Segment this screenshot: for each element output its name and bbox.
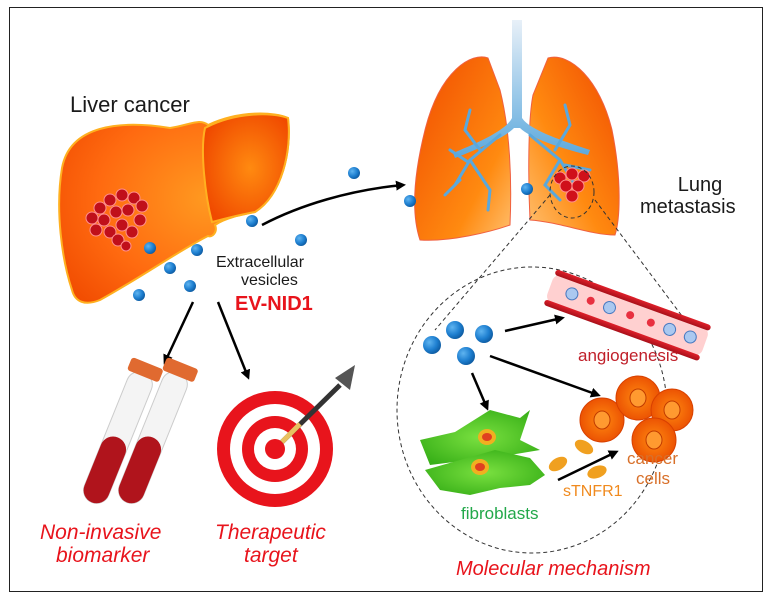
bronchi xyxy=(443,103,592,212)
label-vesicles: vesicles xyxy=(241,272,298,289)
arrow-to-biomarker xyxy=(163,301,195,365)
label-lung: Lung xyxy=(677,174,723,196)
zoom-source-circle xyxy=(549,165,595,219)
arrow-to-therapeutic xyxy=(216,301,251,380)
label-cells: cells xyxy=(636,469,671,488)
arrow-to-cancer-cells xyxy=(489,354,601,398)
label-metastasis: metastasis xyxy=(640,196,736,218)
arrow-liver-to-lung xyxy=(261,180,406,227)
label-cancer: cancer xyxy=(627,449,679,468)
label-angiogenesis: angiogenesis xyxy=(578,346,679,365)
label-liver-cancer: Liver cancer xyxy=(70,92,190,117)
cancer-cells-illustration xyxy=(579,375,694,463)
trachea xyxy=(453,20,590,158)
flow-arrows xyxy=(163,180,619,482)
label-non-invasive: Non-invasive xyxy=(40,521,162,544)
arrow-stnfr1-to-cancer xyxy=(557,450,619,482)
label-stnfr1: sTNFR1 xyxy=(563,483,623,500)
arrow-to-fibroblasts xyxy=(470,372,489,411)
label-target: target xyxy=(244,544,298,567)
lungs-illustration xyxy=(414,20,620,241)
blood-vessel-illustration xyxy=(544,269,711,361)
arrow-to-angiogenesis xyxy=(504,314,565,333)
stnfr1-particles xyxy=(548,439,607,479)
target-illustration xyxy=(217,365,355,507)
blood-tubes-illustration xyxy=(83,357,198,504)
label-therapeutic: Therapeutic xyxy=(215,521,326,544)
liver-illustration xyxy=(58,112,290,304)
dart-grip xyxy=(280,422,302,444)
label-fibroblasts: fibroblasts xyxy=(461,504,539,523)
label-biomarker: biomarker xyxy=(56,544,150,567)
dart-fletching xyxy=(335,365,355,390)
liver-tumor-cluster xyxy=(85,188,149,252)
label-ev-nid1: EV-NID1 xyxy=(235,293,313,315)
mechanism-vesicles xyxy=(423,321,493,365)
fibroblasts-illustration xyxy=(420,410,545,495)
label-molecular-mechanism: Molecular mechanism xyxy=(456,558,651,580)
label-extracellular: Extracellular xyxy=(216,254,305,271)
lung-tumor-cluster xyxy=(553,167,591,203)
extracellular-vesicles xyxy=(133,167,533,301)
